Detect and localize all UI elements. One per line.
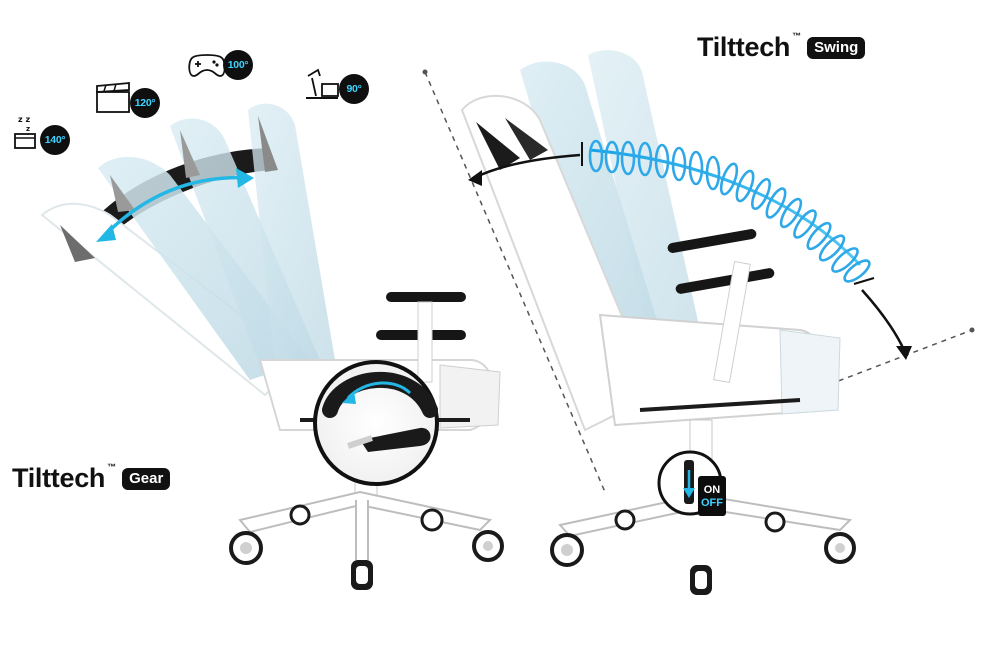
brand-tilttech-swing: Tilttech ™ Swing (697, 30, 866, 63)
right-wheels (550, 509, 856, 595)
angle-badge-140: 140° (40, 125, 70, 155)
brand-tilttech-gear: Tilttech ™ Gear (12, 461, 171, 494)
left-wheels (229, 504, 504, 590)
right-armrests (667, 229, 775, 384)
on-label: ON (703, 483, 721, 496)
brand-badge-swing: Swing (807, 36, 866, 59)
svg-text:z: z (26, 125, 30, 133)
swing-spring-icon (581, 139, 875, 285)
ghost-backrest-90 (248, 103, 335, 368)
recline-arrow-icon (103, 175, 251, 237)
swing-on-off-label: ON OFF (698, 476, 726, 516)
angle-badge-100: 100° (223, 50, 253, 80)
left-chair (40, 103, 504, 590)
svg-text:z z: z z (18, 115, 30, 124)
swing-lever-magnifier (657, 450, 723, 516)
clapperboard-icon (94, 82, 134, 119)
tilt-lever-magnifier (313, 360, 439, 486)
desk-lamp-laptop-icon (302, 66, 342, 111)
right-chair (422, 50, 975, 595)
brand-badge-gear: Gear (122, 467, 171, 490)
trademark-mark: ™ (107, 461, 117, 472)
gamepad-icon (186, 50, 228, 87)
angle-badge-120: 120° (130, 88, 160, 118)
off-label: OFF (701, 496, 723, 509)
trademark-mark: ™ (792, 30, 802, 41)
brand-name: Tilttech (12, 463, 106, 493)
sleep-icon: z z z (12, 112, 44, 157)
brand-name: Tilttech (697, 32, 791, 62)
angle-badge-90: 90° (339, 74, 369, 104)
left-armrests (376, 292, 466, 383)
